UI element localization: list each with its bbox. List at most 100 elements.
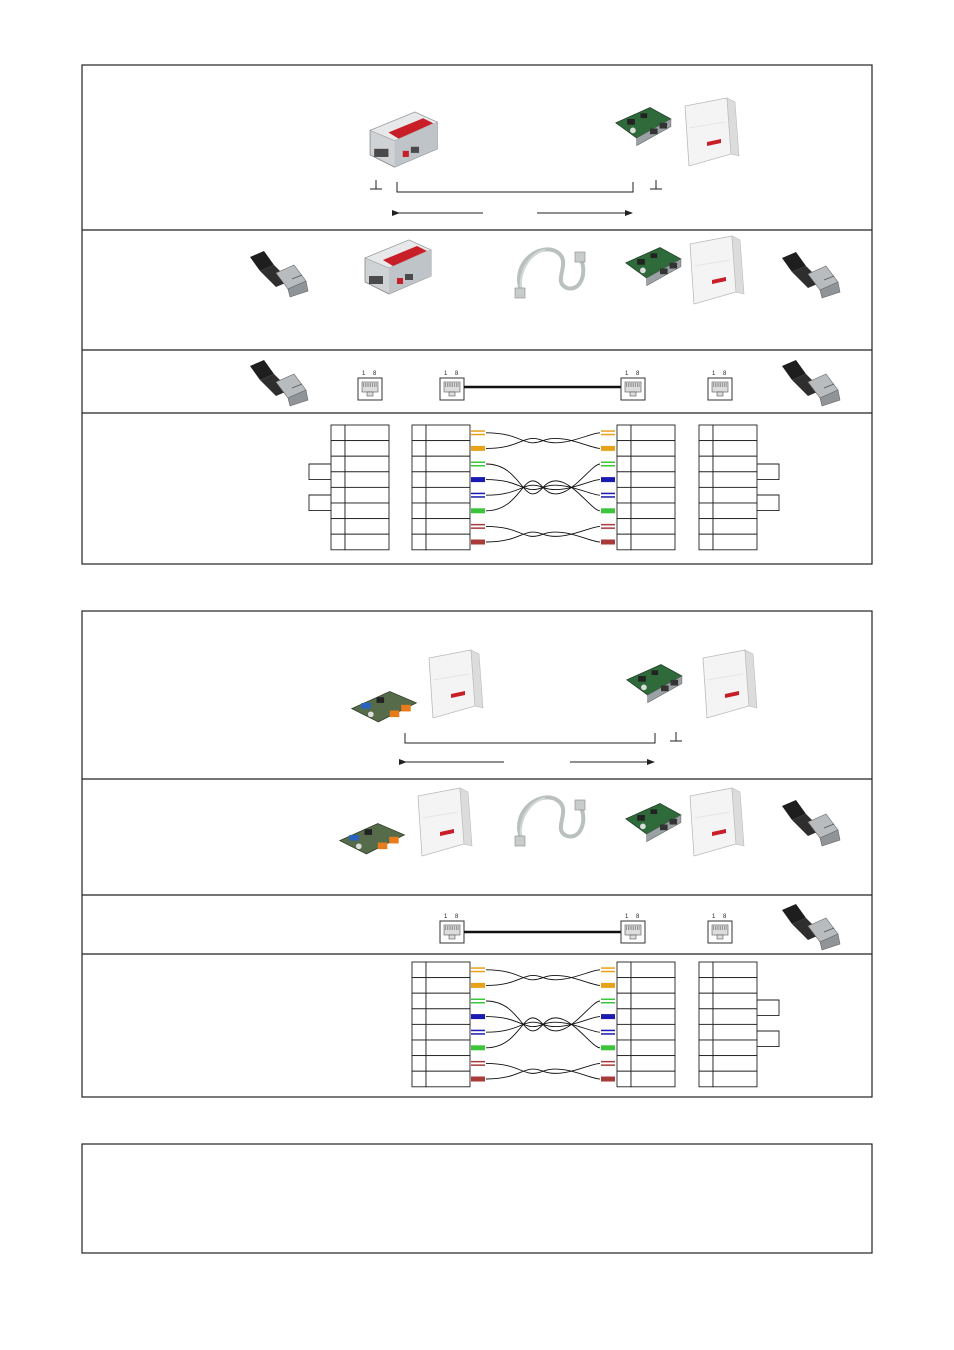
wire-stubs	[601, 967, 615, 1082]
strip-pin-cell	[616, 961, 632, 979]
termination-plug-icon	[250, 251, 309, 298]
strip-wire-cell	[712, 455, 758, 473]
strip-wire-cell	[425, 1039, 471, 1057]
panel-middle-frame	[81, 610, 873, 1098]
strip-wire-cell	[712, 533, 758, 551]
patch-cable-icon	[514, 795, 586, 847]
strip-pin-cell	[411, 961, 427, 979]
terminal-strip-right-plug	[698, 424, 758, 551]
card-socket-2	[659, 122, 668, 129]
jack-latch	[448, 934, 456, 940]
inverter-shade	[432, 673, 470, 681]
card-pcb	[626, 664, 683, 696]
plug-front	[819, 389, 841, 407]
inverter-logo	[712, 829, 726, 836]
termination-plug-icon	[782, 252, 841, 299]
cable-connector-2	[574, 251, 586, 263]
strip-wire-cell	[425, 502, 471, 520]
card-capacitor	[640, 823, 646, 830]
card-socket	[660, 268, 668, 275]
strip-wire-cell	[344, 502, 390, 520]
strip-wire-cell	[425, 1008, 471, 1025]
card-capacitor	[367, 711, 374, 718]
strip-wire-cell	[344, 533, 390, 551]
termination-plug-icon	[782, 360, 841, 407]
strip-wire-cell	[425, 424, 471, 442]
inverter-icon	[428, 649, 484, 719]
wire-stripe	[601, 968, 615, 971]
strip-wire-cell	[712, 502, 758, 520]
wire-stripe	[471, 494, 485, 497]
wire-stripe	[601, 1031, 615, 1034]
card-pcb	[625, 803, 682, 835]
wire-stubs	[471, 430, 485, 545]
ground-symbol-icon	[670, 732, 682, 742]
cable-connector	[514, 835, 526, 847]
inverter-front	[689, 787, 737, 857]
inverter-logo	[707, 139, 721, 146]
strip-wire-cell	[630, 424, 676, 442]
card-orange-part-2	[401, 704, 411, 712]
strip-pin-cell	[698, 1008, 714, 1025]
wire-stub	[601, 539, 615, 545]
wire-stripe	[601, 1000, 615, 1002]
wire-stub	[471, 982, 485, 988]
jack-opening	[361, 381, 379, 393]
strip-wire-cell	[712, 1008, 758, 1025]
inverter-logo	[712, 277, 726, 284]
card-socket	[660, 824, 668, 831]
crossover-wires	[485, 969, 601, 1080]
card-socket	[661, 685, 669, 692]
strip-pin-cell	[330, 424, 346, 442]
strip-wire-cell	[712, 486, 758, 504]
terminal-strip-left-plug	[330, 424, 390, 551]
strip-pin-cell	[411, 486, 427, 504]
inverter-shade	[693, 811, 731, 819]
ground-symbol-icon	[370, 180, 382, 190]
strip-wire-cell	[712, 1039, 758, 1057]
card-chip-2	[650, 253, 658, 259]
card-chip	[638, 676, 646, 682]
cable-loop	[517, 247, 586, 291]
inverter-front	[684, 97, 732, 167]
strip-wire-cell	[712, 518, 758, 535]
strip-pin-cell	[330, 502, 346, 520]
strip-pin-cell	[698, 455, 714, 473]
card-socket	[650, 128, 658, 135]
strip-pin-cell	[411, 424, 427, 442]
inverter-side	[726, 97, 740, 157]
strip-pin-cell	[330, 533, 346, 551]
box-port	[369, 276, 383, 284]
jack-pin-label-1: 1	[362, 371, 366, 377]
strip-wire-cell	[344, 424, 390, 442]
inverter-logo	[725, 691, 739, 698]
datamanager-box-icon	[369, 111, 439, 168]
inverter-logo	[451, 691, 465, 698]
strip-wire-cell	[630, 533, 676, 551]
interface-card-icon	[625, 803, 682, 843]
strip-pin-cell	[698, 1023, 714, 1041]
strip-wire-cell	[630, 1039, 676, 1057]
jack-pin-label-1: 1	[625, 914, 629, 920]
card-socket-2	[670, 679, 679, 686]
strip-pin-cell	[698, 471, 714, 488]
plug-line	[823, 275, 835, 281]
plug-boot	[782, 904, 806, 924]
strip-wire-cell	[425, 977, 471, 994]
wire-stub	[601, 982, 615, 988]
card-pcb	[625, 247, 682, 279]
strip-pin-cell	[330, 471, 346, 488]
card-chip	[364, 829, 373, 835]
strip-wire-cell	[630, 471, 676, 488]
inverter-side	[731, 235, 745, 295]
card-orange-part	[389, 710, 400, 718]
termination-bridge-left	[308, 463, 331, 481]
strip-wire-cell	[344, 471, 390, 488]
ground-symbol-icon	[650, 180, 662, 190]
inverter-icon	[684, 97, 740, 167]
strip-pin-cell	[698, 977, 714, 994]
jack-pin-label-8: 8	[455, 914, 459, 920]
inverter-front	[428, 649, 476, 719]
box-red-stripe	[388, 118, 434, 139]
